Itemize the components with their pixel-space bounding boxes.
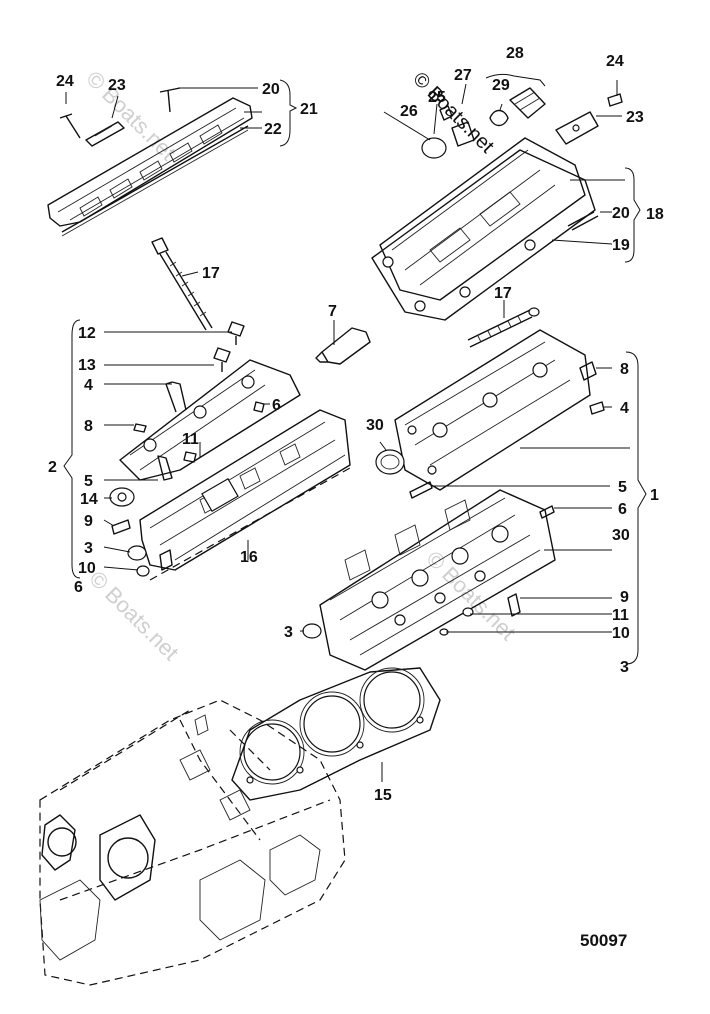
head-gasket — [231, 667, 441, 801]
callout-label: 20 — [262, 81, 280, 98]
callout-label: 9 — [620, 589, 629, 606]
callout-label: 6 — [272, 397, 281, 414]
right-camshaft — [467, 307, 540, 348]
callout-label: 29 — [492, 77, 510, 94]
callout-label: 30 — [366, 417, 384, 434]
callout-label: 28 — [506, 45, 524, 62]
leader-lines — [63, 73, 647, 782]
callout-label: 13 — [78, 357, 96, 374]
callout-label: 17 — [202, 265, 220, 282]
callout-label: 3 — [620, 659, 629, 676]
watermark-bottom-left: © Boats.net — [84, 566, 183, 665]
callout-label: 3 — [84, 540, 93, 557]
callout-label: 6 — [74, 579, 83, 596]
right-cylinder-head — [302, 329, 605, 671]
callout-label: 5 — [618, 479, 627, 496]
right-valve-cover — [371, 87, 623, 321]
callout-label: 30 — [612, 527, 630, 544]
watermark-top-left: © Boats.net — [81, 66, 180, 165]
callout-label: 8 — [620, 361, 629, 378]
callout-label: 2 — [48, 459, 57, 476]
callout-label: 8 — [84, 418, 93, 435]
callout-label: 27 — [454, 67, 472, 84]
left-camshaft — [151, 237, 213, 331]
callout-label: 9 — [84, 513, 93, 530]
left-valve-cover — [47, 87, 253, 237]
callout-label: 16 — [240, 549, 258, 566]
callout-label: 20 — [612, 205, 630, 222]
callout-label: 10 — [612, 625, 630, 642]
callout-label: 5 — [84, 473, 93, 490]
callout-label: 26 — [400, 103, 418, 120]
callout-label: 25 — [428, 89, 446, 106]
callout-label: 24 — [606, 53, 624, 70]
callout-label: 17 — [494, 285, 512, 302]
callout-label: 18 — [646, 206, 664, 223]
callout-label: 6 — [618, 501, 627, 518]
callout-label: 10 — [78, 560, 96, 577]
callout-label: 19 — [612, 237, 630, 254]
callout-label: 15 — [374, 787, 392, 804]
drawing-number: 50097 — [580, 931, 627, 950]
callout-label: 12 — [78, 325, 96, 342]
callout-label: 22 — [264, 121, 282, 138]
callout-label: 14 — [80, 491, 98, 508]
callout-label: 4 — [84, 377, 93, 394]
left-cylinder-head — [109, 321, 351, 581]
sealant-tube — [315, 327, 371, 365]
callout-label: 11 — [612, 607, 629, 624]
callout-label: 1 — [650, 487, 659, 504]
callout-label: 24 — [56, 73, 74, 90]
callout-labels: 24 23 20 21 22 17 12 13 4 6 8 11 2 5 14 … — [48, 45, 664, 804]
callout-label: 23 — [626, 109, 644, 126]
engine-block — [39, 699, 346, 986]
callout-label: 3 — [284, 624, 293, 641]
callout-label: 21 — [300, 101, 318, 118]
callout-label: 4 — [620, 400, 629, 417]
callout-label: 7 — [328, 303, 337, 320]
callout-label: 23 — [108, 77, 126, 94]
callout-label: 11 — [182, 431, 199, 448]
